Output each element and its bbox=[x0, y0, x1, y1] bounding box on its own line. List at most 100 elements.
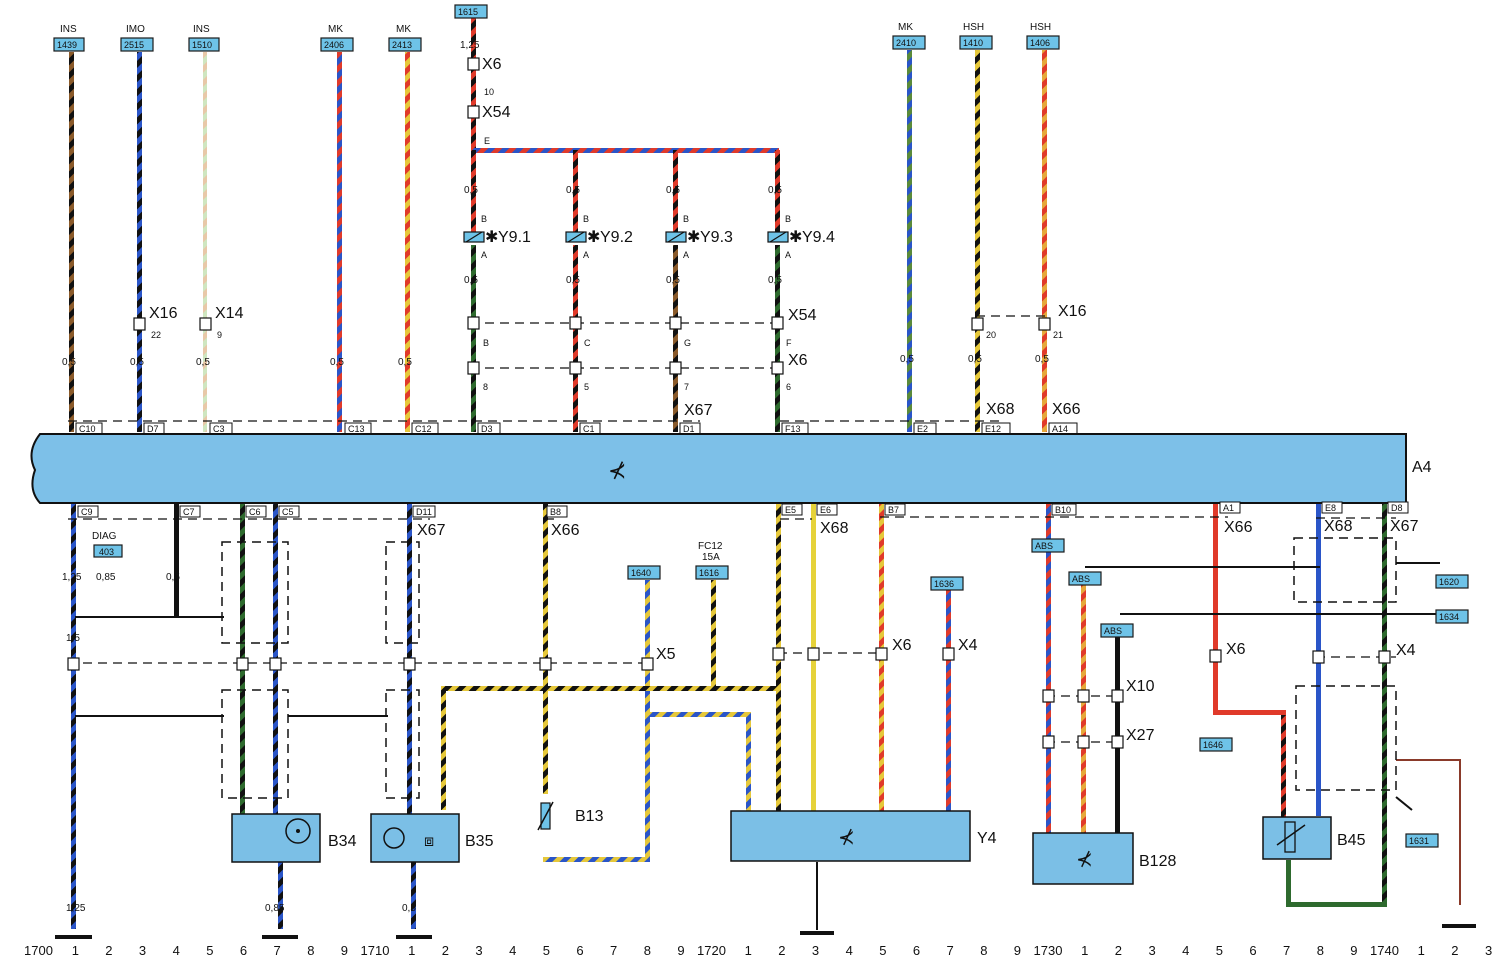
conn-x4-right: X4 bbox=[1396, 642, 1416, 659]
wire-code: 1439 bbox=[57, 40, 77, 50]
svg-text:0,5: 0,5 bbox=[900, 354, 914, 365]
svg-text:DIAG: DIAG bbox=[92, 531, 117, 542]
injector-label: Y9.1 bbox=[498, 229, 531, 246]
svg-text:B: B bbox=[683, 214, 689, 224]
wire-gauge: 1,25 bbox=[460, 40, 480, 51]
top-wires bbox=[69, 18, 1047, 432]
svg-text:B8: B8 bbox=[550, 507, 561, 517]
wire-code-tag bbox=[53, 37, 85, 52]
svg-text:0,5: 0,5 bbox=[130, 357, 144, 368]
wire-code-tag bbox=[959, 35, 993, 50]
ruler-mark: 2 bbox=[1451, 943, 1458, 958]
component-b13: B13 bbox=[537, 801, 604, 831]
svg-text:0,5: 0,5 bbox=[768, 275, 782, 286]
bottom-tags: DIAG 403 1640 FC12 15A 1616 1636 ABS ABS… bbox=[62, 531, 1469, 914]
ruler-mark: 7 bbox=[1283, 943, 1290, 958]
ecu-a4: ⊀ A4 bbox=[30, 433, 1432, 504]
svg-text:1620: 1620 bbox=[1439, 577, 1459, 587]
conn-x68-bottom: X68 bbox=[820, 520, 849, 537]
ruler-mark: 7 bbox=[947, 943, 954, 958]
conn-x14: X14 bbox=[215, 305, 244, 322]
bottom-connectors: C9 C7 C6 C5 D11 B8 E5 E6 B7 B10 A1 E8 D8… bbox=[67, 501, 1419, 799]
wire-mk-2406 bbox=[337, 52, 342, 432]
ruler-mark: 7 bbox=[274, 943, 281, 958]
ruler-mark: 4 bbox=[509, 943, 516, 958]
ruler-mark: 4 bbox=[173, 943, 180, 958]
transistor-icon: ⊀ bbox=[1076, 849, 1093, 871]
svg-text:0,85: 0,85 bbox=[96, 572, 116, 583]
ruler-mark: 3 bbox=[475, 943, 482, 958]
wire-code-tag bbox=[320, 37, 354, 52]
svg-text:A: A bbox=[683, 250, 689, 260]
wire-y91-out bbox=[471, 245, 476, 432]
conn-x6-mid: X6 bbox=[892, 637, 912, 654]
svg-text:D3: D3 bbox=[481, 424, 493, 434]
svg-text:0,5: 0,5 bbox=[464, 275, 478, 286]
svg-text:C9: C9 bbox=[81, 507, 93, 517]
ruler-mark: 1710 bbox=[361, 943, 390, 958]
ruler-mark: 1730 bbox=[1034, 943, 1063, 958]
svg-text:ABS: ABS bbox=[1104, 626, 1122, 636]
ruler-mark: 9 bbox=[677, 943, 684, 958]
ruler-mark: 6 bbox=[576, 943, 583, 958]
conn-x66-right: X66 bbox=[1224, 519, 1253, 536]
svg-text:1,25: 1,25 bbox=[66, 903, 86, 914]
wire-code-tag bbox=[1026, 35, 1060, 50]
ruler-mark: 1 bbox=[1418, 943, 1425, 958]
ruler-mark: 5 bbox=[1216, 943, 1223, 958]
wire-mk-2413 bbox=[405, 52, 410, 432]
injector-y94: 0,5 B ✱ Y9.4 A 0,5 bbox=[767, 185, 835, 286]
injectors: 0,5 B ✱ Y9.1 A 0,5 0,5 B ✱ Y9.2 A 0,5 0,… bbox=[463, 185, 835, 286]
ruler-mark: 1 bbox=[1081, 943, 1088, 958]
ruler-mark: 4 bbox=[1182, 943, 1189, 958]
svg-text:0,5: 0,5 bbox=[166, 572, 180, 583]
bottom-wires bbox=[55, 504, 1476, 939]
svg-text:B35: B35 bbox=[465, 833, 494, 850]
top-tags: INS 1439 IMO 2515 INS 1510 MK 2406 MK 24… bbox=[53, 4, 1060, 52]
ruler-mark: 1 bbox=[745, 943, 752, 958]
svg-text:1640: 1640 bbox=[631, 568, 651, 578]
injector-label: Y9.4 bbox=[802, 229, 835, 246]
conn-x67-bottom: X67 bbox=[417, 522, 446, 539]
svg-text:0,5: 0,5 bbox=[402, 903, 416, 914]
svg-text:B: B bbox=[785, 214, 791, 224]
component-y4: ⊀ Y4 bbox=[730, 810, 997, 862]
svg-text:B: B bbox=[583, 214, 589, 224]
conn-x66-bottom: X66 bbox=[551, 522, 580, 539]
valve-icon: ✱ bbox=[687, 229, 700, 246]
svg-text:0,5: 0,5 bbox=[768, 185, 782, 196]
valve-icon: ✱ bbox=[587, 229, 600, 246]
svg-text:B128: B128 bbox=[1139, 853, 1176, 870]
svg-text:C1: C1 bbox=[583, 424, 595, 434]
svg-text:0,5: 0,5 bbox=[398, 357, 412, 368]
ruler-mark: 3 bbox=[1485, 943, 1492, 958]
wire-code-tag bbox=[188, 37, 220, 52]
svg-text:1634: 1634 bbox=[1439, 612, 1459, 622]
svg-text:A1: A1 bbox=[1223, 503, 1234, 513]
svg-text:8: 8 bbox=[483, 382, 488, 392]
svg-text:C5: C5 bbox=[282, 507, 294, 517]
sensor-icon: ⧈ bbox=[424, 833, 434, 850]
wire-hsh-1410 bbox=[975, 50, 980, 432]
ruler-mark: 2 bbox=[442, 943, 449, 958]
ruler-mark: 4 bbox=[846, 943, 853, 958]
wire-label: MK bbox=[396, 24, 411, 35]
conn-x5: X5 bbox=[656, 646, 676, 663]
ruler-mark: 3 bbox=[139, 943, 146, 958]
svg-text:B: B bbox=[481, 214, 487, 224]
conn-x68: X68 bbox=[986, 401, 1015, 418]
svg-text:1,5: 1,5 bbox=[66, 633, 80, 644]
wire-label: HSH bbox=[963, 22, 984, 33]
svg-text:F: F bbox=[786, 338, 792, 348]
svg-text:403: 403 bbox=[99, 547, 114, 557]
svg-text:E5: E5 bbox=[785, 505, 796, 515]
wire-label: INS bbox=[193, 24, 210, 35]
svg-text:Y4: Y4 bbox=[977, 830, 997, 847]
injector-label: Y9.2 bbox=[600, 229, 633, 246]
conn-x67-right: X67 bbox=[1390, 518, 1419, 535]
wire-hsh-1406 bbox=[1042, 50, 1047, 432]
conn-x54: X54 bbox=[788, 307, 817, 324]
svg-text:ABS: ABS bbox=[1035, 541, 1053, 551]
conn-x6: X6 bbox=[788, 352, 808, 369]
svg-text:F13: F13 bbox=[785, 424, 801, 434]
